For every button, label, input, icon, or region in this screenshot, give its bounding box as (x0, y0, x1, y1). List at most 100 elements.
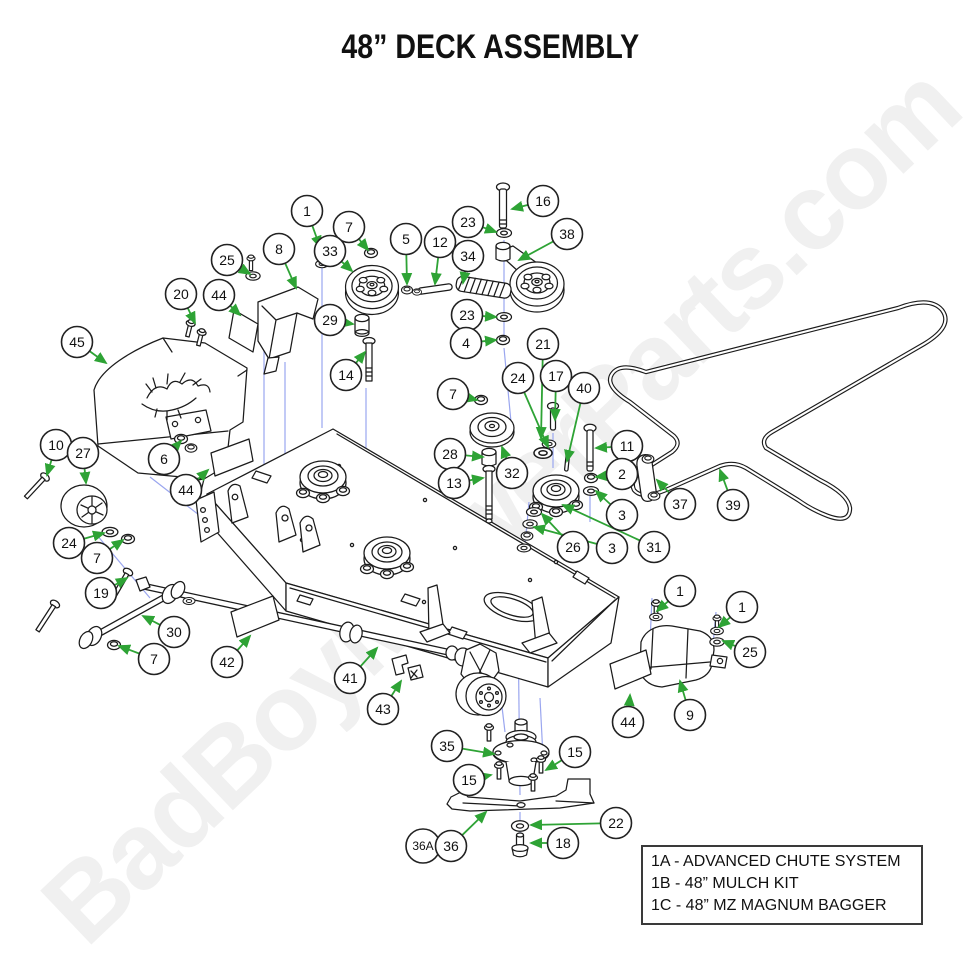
callout-circle (366, 692, 400, 726)
callout-label: 4 (462, 335, 470, 351)
callout-circle (169, 473, 203, 507)
callout-arrow-43 (390, 679, 403, 697)
callout-arrow-7 (464, 391, 479, 403)
callout-26: 26 (556, 530, 590, 564)
callout-arrow-26 (540, 512, 564, 537)
callout-circle (605, 457, 639, 491)
callout-12: 12 (423, 225, 457, 259)
callout-circle (451, 205, 485, 239)
callout-label: 20 (173, 286, 189, 302)
callout-label: 1 (303, 203, 311, 219)
callout-16: 16 (526, 184, 560, 218)
callout-label: 25 (742, 644, 758, 660)
callout-15: 15 (452, 763, 486, 797)
callout-label: 24 (61, 535, 77, 551)
callout-arrow-19 (113, 577, 129, 589)
callout-33: 33 (313, 234, 347, 268)
callout-arrow-45 (89, 350, 108, 365)
callout-label: 6 (160, 451, 168, 467)
callout-13: 13 (437, 466, 471, 500)
callout-6: 6 (147, 442, 181, 476)
callout-arrow-6 (169, 439, 183, 453)
callout-18: 18 (546, 826, 580, 860)
callout-circle (210, 645, 244, 679)
callout-circle (313, 234, 347, 268)
callout-9: 9 (673, 698, 707, 732)
callout-label: 34 (460, 248, 476, 264)
callout-arrow-13 (469, 474, 485, 486)
callout-circle (716, 488, 750, 522)
callout-circle (673, 698, 707, 732)
callout-7: 7 (436, 377, 470, 411)
callout-label: 22 (608, 815, 624, 831)
callout-circle (333, 661, 367, 695)
callout-3: 3 (605, 498, 639, 532)
callout-arrow-8 (284, 262, 297, 290)
callout-arrow-32 (500, 445, 512, 460)
callout-arrow-37 (655, 478, 670, 494)
idler-bracket-drawing (245, 242, 379, 382)
callout-circle (423, 225, 457, 259)
callout-circle (60, 325, 94, 359)
callout-arrow-42 (236, 634, 252, 651)
callout-5: 5 (389, 222, 423, 256)
callout-circle (546, 826, 580, 860)
callout-arrow-27 (79, 468, 91, 485)
callout-32: 32 (495, 456, 529, 490)
callout-circle (430, 729, 464, 763)
page-title-text: 48” DECK ASSEMBLY (341, 28, 639, 66)
callout-arrow-4 (481, 335, 498, 347)
callout-arrow-39 (718, 468, 729, 491)
callout-arrow-10 (44, 459, 56, 477)
callout-arrow-7 (109, 538, 125, 551)
callout-circle (290, 194, 324, 228)
callout-arrow-1 (717, 615, 731, 629)
callout-label: 9 (686, 707, 694, 723)
center-idler-drawing (469, 394, 515, 524)
callout-29: 29 (313, 303, 347, 337)
callout-label: 37 (672, 496, 688, 512)
callout-label: 36 (443, 838, 459, 854)
callout-circle (539, 359, 573, 393)
callout-10: 10 (39, 428, 73, 462)
callout-label: 31 (646, 539, 662, 555)
callout-15: 15 (558, 735, 592, 769)
spindle-blade-drawing (446, 718, 595, 858)
callout-circle (389, 222, 423, 256)
callout-label: 41 (342, 670, 358, 686)
chute-cover-drawing (93, 318, 248, 503)
callout-leader-lines (44, 200, 736, 849)
callout-circle (495, 456, 529, 490)
callout-arrow-35 (462, 746, 496, 758)
callout-1: 1 (290, 194, 324, 228)
callout-circle (80, 541, 114, 575)
callout-35: 35 (430, 729, 464, 763)
callout-7: 7 (137, 642, 171, 676)
callout-label: 40 (576, 380, 592, 396)
callout-label: 24 (510, 370, 526, 386)
callout-circle (526, 327, 560, 361)
callout-circle (558, 735, 592, 769)
callout-arrow-44 (228, 303, 242, 317)
callout-circle (599, 806, 633, 840)
callout-arrow-17 (549, 391, 561, 422)
callout-circle (611, 705, 645, 739)
callout-arrow-33 (340, 259, 354, 273)
callout-circle (210, 243, 244, 277)
callout-label: 5 (402, 231, 410, 247)
callout-label: 2 (618, 466, 626, 482)
callout-44: 44 (202, 278, 236, 312)
callout-arrow-24 (83, 530, 106, 542)
callout-arrow-34 (459, 271, 471, 285)
callout-28: 28 (433, 437, 467, 471)
callout-label: 14 (338, 367, 354, 383)
callout-arrow-2 (594, 470, 608, 482)
callout-1: 1 (663, 574, 697, 608)
callout-circle (313, 303, 347, 337)
callout-arrow-5 (401, 254, 413, 286)
callout-label: 42 (219, 654, 235, 670)
callout-circle (733, 635, 767, 669)
callout-arrow-40 (564, 402, 582, 463)
callout-label: 18 (555, 835, 571, 851)
